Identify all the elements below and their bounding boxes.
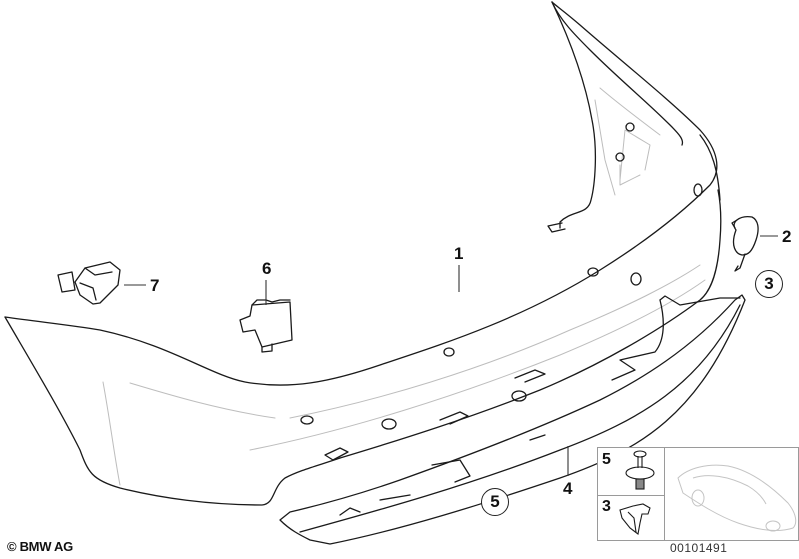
inset-label-rivet: 5 (602, 451, 611, 468)
callout-4: 4 (563, 479, 573, 498)
car-thumbnail-icon (677, 464, 797, 532)
circled-callout-5: 5 (481, 488, 509, 516)
callout-7: 7 (150, 276, 160, 295)
inset-label-clip: 3 (602, 498, 611, 515)
bumper-detail-lines (102, 87, 706, 486)
copyright-text: © BMW AG (7, 539, 73, 554)
inset-divider-horizontal (598, 495, 664, 496)
inset-drawings (619, 450, 797, 535)
callout-2: 2 (782, 227, 792, 246)
tow-hook-cover (731, 216, 759, 272)
leader-lines (124, 235, 778, 476)
circled-callout-3: 3 (755, 270, 783, 298)
callout-1: 1 (454, 244, 464, 263)
inset-divider-vertical (664, 448, 665, 540)
drawing-number: 00101491 (670, 541, 728, 555)
expanding-rivet-icon (625, 450, 655, 490)
park-sensor-holes (300, 122, 703, 430)
bumper-lower-tabs (324, 369, 546, 461)
bracket-part-6 (239, 299, 293, 353)
holder-part-7 (57, 261, 121, 305)
lower-trim-strip (279, 294, 746, 545)
inset-panel: 5 3 (597, 447, 799, 541)
clip-icon (619, 503, 651, 535)
callout-6: 6 (262, 259, 272, 278)
bumper-trim-panel (4, 1, 722, 506)
